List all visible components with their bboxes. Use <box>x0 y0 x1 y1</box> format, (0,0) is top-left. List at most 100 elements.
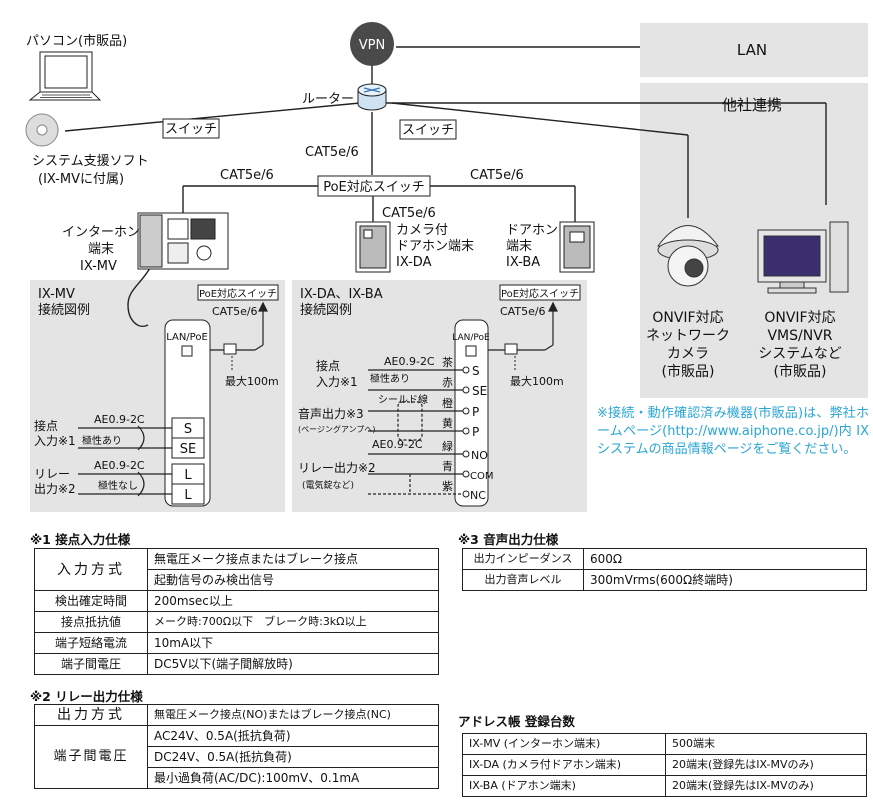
da-panel-title-1: IX-DA、IX-BA <box>300 287 383 302</box>
onvif-vms-label-1: ONVIF対応 <box>764 310 835 326</box>
da-terminal-se: SE <box>472 384 487 398</box>
intercom-label-2: 端末 <box>88 242 114 257</box>
da-lan-port <box>465 345 477 357</box>
software-label-1: システム支援ソフト <box>32 154 149 169</box>
da-wire-yellow: 黄 <box>442 416 453 430</box>
da-terminal-block <box>454 319 489 507</box>
mv-poe-label: PoE対応スイッチ <box>199 287 277 300</box>
spec1-title: ※1 接点入力仕様 <box>30 532 131 547</box>
system-diagram: VPN ルーター LAN 他社連携 パソコン(市販品) システム支援ソフト (I… <box>25 22 868 512</box>
spec2-output-val: 無電圧メーク接点(NO)またはブレーク接点(NC) <box>147 704 439 726</box>
mv-no-polarity: 極性なし <box>98 479 138 492</box>
spec1-input-val-2: 起動信号のみ検出信号 <box>147 569 439 591</box>
da-terminal-nc: NC <box>470 489 486 502</box>
da-audio-1: 音声出力※3 <box>298 406 364 421</box>
vms-computer-icon <box>757 221 849 294</box>
da-contact-2: 入力※1 <box>316 375 358 389</box>
cable-label-right: CAT5e/6 <box>470 168 524 183</box>
vpn-label: VPN <box>359 38 385 53</box>
mv-terminal-se: SE <box>180 442 196 457</box>
intercom-icon <box>137 212 229 270</box>
address-table: IX-MV (インターホン端末)500端末 IX-DA (カメラ付ドアホン端末)… <box>462 733 867 797</box>
spec2-output-method: 出力方式 <box>34 704 148 726</box>
lan-area <box>640 23 868 77</box>
mv-ae-bottom: AE0.9-2C <box>94 459 145 472</box>
mv-terminal-l2: L <box>184 488 192 503</box>
door-label-2: 端末 <box>506 239 532 254</box>
door-label-1: ドアホン <box>506 223 558 238</box>
spec3-row-0-val: 600Ω <box>583 548 867 570</box>
poe-switch-box <box>317 175 431 197</box>
da-poe-box <box>499 284 581 301</box>
da-panel-title-2: 接続図例 <box>300 302 352 318</box>
mv-panel <box>30 280 285 512</box>
spec1-row-0-val: 200msec以上 <box>147 590 439 612</box>
compatibility-note: ※接続・動作確認済み機器(市販品)は、弊社ホームページ(http://www.a… <box>597 406 869 457</box>
spec3-row-1-key: 出力音声レベル <box>462 569 584 591</box>
network-camera-icon <box>657 225 719 287</box>
mv-connector <box>223 343 237 355</box>
mv-cable-label: CAT5e/6 <box>212 305 258 318</box>
cable-label-top: CAT5e/6 <box>305 145 359 160</box>
mv-panel-title-1: IX-MV <box>38 287 75 302</box>
camera-door-label-1: カメラ付 <box>396 223 448 238</box>
mv-contact-2: 入力※1 <box>34 434 76 448</box>
spec1-row-1-val: メーク時:700Ω以下 ブレーク時:3kΩ以上 <box>147 611 439 633</box>
spec3-row-0-key: 出力インピーダンス <box>462 548 584 570</box>
mv-terminal-l1: L <box>184 468 192 483</box>
spec1-row-2-val: 10mA以下 <box>147 632 439 654</box>
poe-switch-label: PoE対応スイッチ <box>323 180 425 195</box>
onvif-vms-label-3: システムなど <box>758 346 842 362</box>
spec3-title: ※3 音声出力仕様 <box>458 532 559 547</box>
cable-label-mid: CAT5e/6 <box>382 206 436 221</box>
da-relay-1: リレー出力※2 <box>298 461 376 475</box>
address-title: アドレス帳 登録台数 <box>458 714 575 729</box>
da-polarity: 極性あり <box>370 372 410 385</box>
laptop-icon <box>28 51 102 101</box>
spec1-row-1-key: 接点抵抗値 <box>34 611 148 633</box>
address-row-0-key: IX-MV (インターホン端末) <box>462 733 666 755</box>
mv-terminal-s: S <box>184 422 192 437</box>
da-wire-blue: 青 <box>442 460 453 473</box>
mv-panel-title-2: 接続図例 <box>38 302 90 318</box>
spec2-voltage-val-2: DC24V、0.5A(抵抗負荷) <box>147 746 439 768</box>
door-label-3: IX-BA <box>506 255 540 270</box>
address-row-1-key: IX-DA (カメラ付ドアホン端末) <box>462 754 666 776</box>
onvif-camera-label-2: ネットワーク <box>646 328 730 344</box>
router-label: ルーター <box>302 92 354 107</box>
da-audio-2: (ページングアンプへ) <box>298 424 376 434</box>
cable-label-left: CAT5e/6 <box>220 168 274 183</box>
mv-max-label: 最大100m <box>225 374 279 388</box>
pc-label: パソコン(市販品) <box>26 33 127 49</box>
onvif-vms-label-2: VMS/NVR <box>767 328 832 344</box>
mv-terminal-block <box>164 319 211 507</box>
switch-right-box <box>399 119 457 140</box>
spec1-input-method: 入力方式 <box>34 548 148 591</box>
spec1-row-2-key: 端子短絡電流 <box>34 632 148 654</box>
da-relay-2: (電気錠など) <box>302 479 354 491</box>
camera-doorphone-icon <box>355 221 391 273</box>
mv-lan-label: LAN/PoE <box>166 332 208 343</box>
doorphone-icon <box>559 221 595 273</box>
cd-icon <box>25 113 59 147</box>
spec1-row-3-key: 端子間電圧 <box>34 653 148 675</box>
switch-right-label: スイッチ <box>402 123 454 138</box>
da-wire-brown: 茶 <box>442 356 453 369</box>
mv-polarity: 極性あり <box>82 434 122 447</box>
address-row-1-val: 20端末(登録先はIX-MVのみ) <box>665 754 867 776</box>
da-max-label: 最大100m <box>510 374 564 388</box>
mv-contact-1: 接点 <box>34 418 58 433</box>
onvif-vms-label-4: (市販品) <box>774 363 827 380</box>
onvif-camera-label-1: ONVIF対応 <box>652 310 723 326</box>
mv-lan-port <box>181 345 193 357</box>
da-contact-1: 接点 <box>316 358 340 373</box>
spec2-table: 出力方式 無電圧メーク接点(NO)またはブレーク接点(NC) 端子間電圧 AC2… <box>34 704 439 789</box>
onvif-camera-label-4: (市販品) <box>662 363 715 380</box>
da-wire-green: 緑 <box>442 439 453 453</box>
intercom-label-1: インターホン <box>62 225 140 240</box>
spec1-row-0-key: 検出確定時間 <box>34 590 148 612</box>
camera-door-label-3: IX-DA <box>396 255 432 270</box>
mv-relay-2: 出力※2 <box>34 482 76 496</box>
spec2-voltage: 端子間電圧 <box>34 725 148 789</box>
